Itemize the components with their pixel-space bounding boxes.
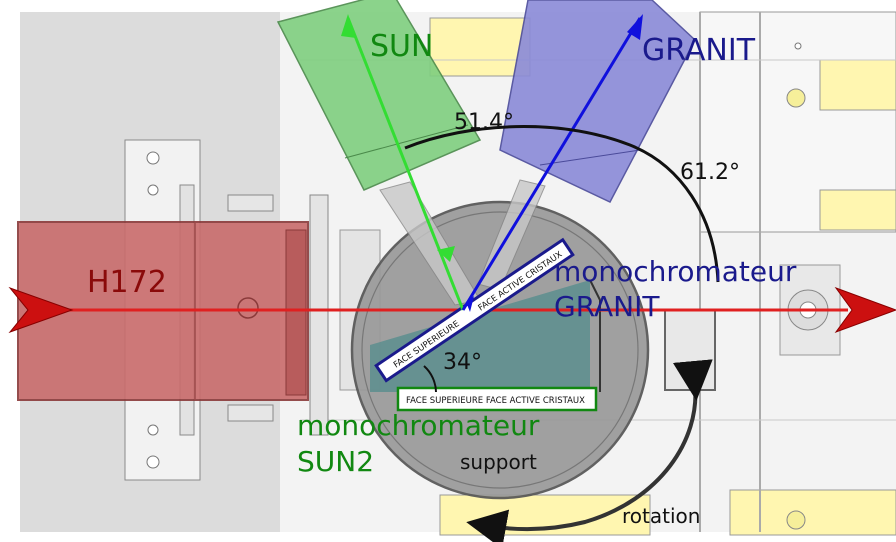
granit-guide (499, 0, 696, 203)
sun-mid-arrow (437, 246, 455, 262)
flat-crystal-text: FACE SUPERIEURE FACE ACTIVE CRISTAUX (406, 396, 585, 406)
angle-51-label: 51.4° (454, 110, 514, 135)
neutron-beam (8, 286, 896, 334)
mono-granit-line2: GRANIT (554, 290, 660, 323)
angle-34-arc (423, 365, 437, 393)
granit-start-arrow (466, 296, 474, 312)
rotation-arrow (466, 359, 713, 542)
crystal-flat: FACE SUPERIEURE FACE ACTIVE CRISTAUX (396, 386, 598, 412)
sun-label: SUN (370, 29, 434, 64)
sun-beam-line (346, 17, 465, 311)
beam-start-arrow (8, 286, 74, 334)
granit-beam-arrow (627, 14, 643, 40)
granit-label: GRANIT (642, 33, 756, 68)
mono-sun2-line2: SUN2 (297, 445, 375, 478)
rotation-label: rotation (622, 504, 701, 528)
support-label: support (460, 450, 537, 474)
angle-61-label: 61.2° (680, 160, 740, 185)
angle-34-label: 34° (443, 350, 482, 375)
granit-beam-line (461, 17, 642, 311)
sun-beam-arrow (341, 14, 356, 38)
h172-label: H172 (87, 265, 167, 300)
mono-sun2-line1: monochromateur (297, 409, 540, 442)
struts (379, 179, 546, 306)
angle-arc (404, 125, 720, 283)
mono-granit-line1: monochromateur (554, 255, 797, 288)
beam-end-arrow (834, 286, 896, 334)
